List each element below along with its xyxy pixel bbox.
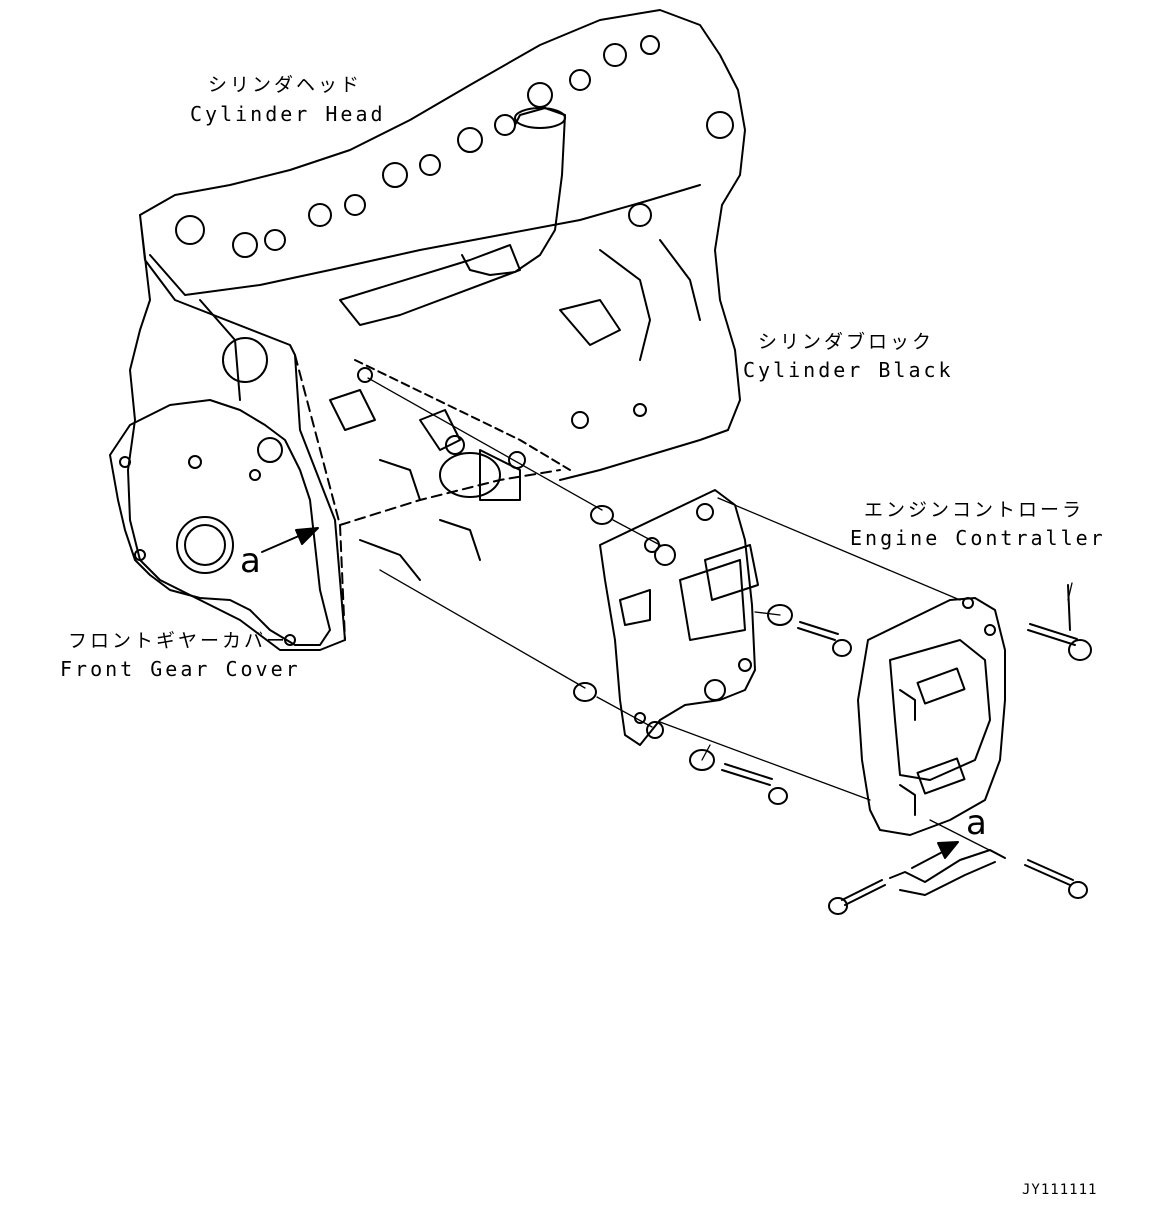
controller-bracket bbox=[599, 489, 759, 746]
engine-controller-label-en: Engine Contraller bbox=[850, 526, 1106, 550]
cylinder-block-label-jp: シリンダブロック bbox=[758, 331, 935, 353]
engine-controller bbox=[857, 597, 1006, 836]
cylinder-head-label-jp: シリンダヘッド bbox=[208, 74, 363, 96]
assembly-lines bbox=[367, 377, 1006, 859]
engine-block bbox=[109, 9, 746, 651]
callout-a-right: a bbox=[966, 803, 987, 843]
bolt-leader-line bbox=[1067, 582, 1073, 601]
cylinder-block-label-en: Cylinder Black bbox=[743, 358, 954, 382]
drawing-code: JY111111 bbox=[1022, 1182, 1098, 1198]
cylinder-head-label-en: Cylinder Head bbox=[190, 102, 386, 126]
front-gear-cover-label-en: Front Gear Cover bbox=[60, 657, 301, 681]
callout-arrows bbox=[261, 527, 959, 869]
fasteners bbox=[573, 505, 1092, 915]
callout-a-left: a bbox=[240, 541, 261, 581]
front-gear-cover-label-jp: フロントギヤーカバー bbox=[68, 630, 289, 652]
engine-controller-label-jp: エンジンコントローラ bbox=[864, 499, 1085, 521]
